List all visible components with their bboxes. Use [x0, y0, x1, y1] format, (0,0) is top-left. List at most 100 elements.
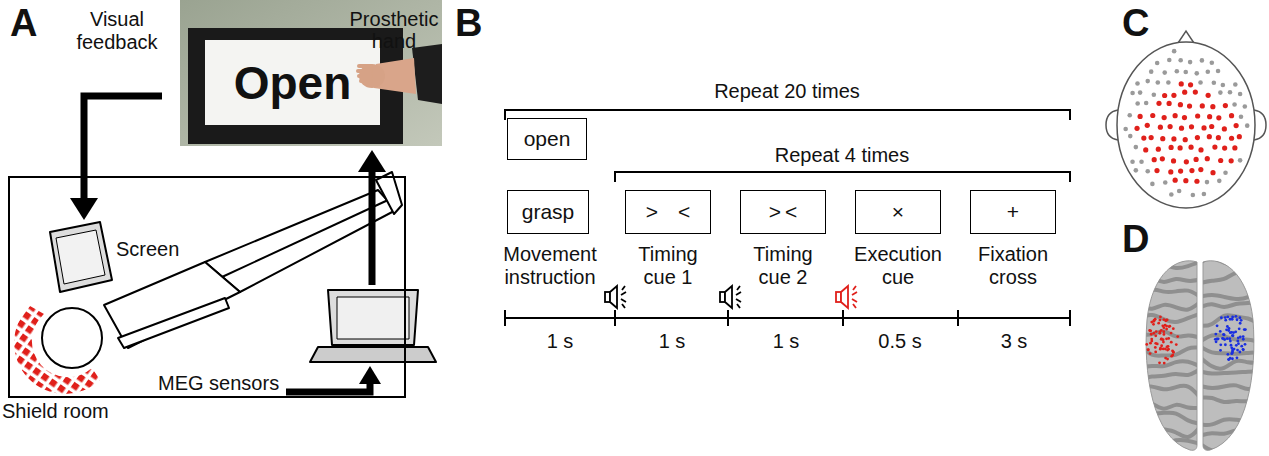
brain-fold — [1140, 402, 1200, 409]
sensor-dot — [1207, 114, 1212, 119]
timeline — [505, 310, 1070, 326]
source-dot — [1240, 345, 1243, 348]
source-dot — [1226, 337, 1229, 340]
photo — [180, 0, 442, 146]
sensor-dot — [1205, 180, 1210, 185]
sensor-dot — [1134, 126, 1139, 131]
source-dot — [1223, 333, 1226, 336]
source-dot — [1147, 348, 1150, 351]
brain-fold — [1200, 384, 1260, 389]
sensor-dot — [1160, 136, 1165, 141]
source-dot — [1222, 338, 1225, 341]
source-dot — [1228, 337, 1231, 340]
source-dot — [1154, 342, 1157, 345]
source-dot — [1175, 343, 1178, 346]
sensor-dot — [1171, 136, 1176, 141]
node-text: × — [892, 200, 904, 224]
sensor-dot — [1158, 125, 1163, 130]
source-dot — [1145, 343, 1148, 346]
panel-letter: B — [455, 4, 482, 42]
phase-label: Timing cue 2 — [741, 243, 825, 289]
brain-fold — [1200, 289, 1260, 299]
sensor-dot — [1194, 71, 1199, 76]
source-dot — [1242, 348, 1245, 351]
sensor-dot — [1201, 125, 1206, 130]
source-dots — [1145, 315, 1246, 365]
sensor-dot — [1145, 79, 1150, 84]
node-text: Shield room — [2, 400, 109, 423]
source-dot — [1229, 340, 1232, 343]
sensor-dot — [1173, 178, 1178, 183]
source-dot — [1162, 318, 1165, 321]
sensor-dot — [1123, 127, 1128, 132]
cue-box: + — [970, 190, 1056, 234]
sensor-dot — [1143, 147, 1148, 152]
brain-fold — [1140, 302, 1200, 310]
sensor-dot — [1193, 89, 1198, 94]
duration-label: 1 s — [525, 330, 595, 353]
repeat-label: Repeat 20 times — [677, 80, 897, 103]
source-dot — [1159, 319, 1162, 322]
sensor-dot — [1183, 178, 1188, 183]
laptop — [310, 290, 436, 362]
sensor-dot — [1206, 69, 1211, 74]
source-dot — [1165, 325, 1168, 328]
sensor-dot — [1188, 82, 1193, 87]
sensor-dot — [1156, 147, 1161, 152]
source-dot — [1157, 322, 1160, 325]
source-dot — [1162, 330, 1165, 333]
annotation: Screen — [116, 238, 179, 261]
brain-fold — [1140, 386, 1200, 398]
cue-box: open — [507, 118, 587, 160]
source-dot — [1166, 349, 1169, 352]
photo-panel: Prosthetic handOpen — [180, 0, 442, 146]
sensor-dot — [1178, 169, 1183, 174]
source-dot — [1229, 331, 1232, 334]
sensor-dot — [1179, 81, 1184, 86]
brain-fold — [1140, 440, 1200, 445]
sensor-dot — [1162, 93, 1167, 98]
brain-fold — [1200, 335, 1260, 342]
sensor-dot — [1238, 92, 1243, 97]
sensor-dot — [1178, 145, 1183, 150]
source-dot — [1170, 332, 1173, 335]
sensor-dot — [1145, 123, 1150, 128]
sensor-dot — [1207, 134, 1212, 139]
source-dot — [1242, 348, 1245, 351]
source-dot — [1234, 315, 1237, 318]
brain-fold — [1140, 314, 1200, 322]
source-dot — [1150, 340, 1153, 343]
sensor-dot — [1212, 80, 1217, 85]
sensor-dot — [1135, 101, 1140, 106]
sensor-dot — [1189, 168, 1194, 173]
source-dot — [1158, 330, 1161, 333]
phase-label: Movement instruction — [494, 243, 606, 289]
source-dot — [1219, 349, 1222, 352]
sensor-dot — [1183, 137, 1188, 142]
sensor-dot — [1222, 126, 1227, 131]
sensor-dot — [1168, 124, 1173, 129]
source-dot — [1155, 330, 1158, 333]
duration-label: 3 s — [979, 330, 1049, 353]
sensor-dot — [1206, 93, 1211, 98]
sensor-dot — [1218, 90, 1223, 95]
sensor-dot — [1149, 135, 1154, 140]
panel-letter: C — [1122, 4, 1149, 42]
sensor-dot — [1183, 70, 1188, 75]
annotation: Visual feedback — [67, 8, 167, 54]
sensor-dot — [1130, 91, 1135, 96]
sensor-dot — [1175, 69, 1180, 74]
sensor-dot — [1169, 145, 1174, 150]
sensor-dot — [1172, 49, 1177, 54]
source-dot — [1160, 338, 1163, 341]
source-dot — [1154, 351, 1157, 354]
source-dot — [1167, 348, 1170, 351]
sensor-dot — [1229, 158, 1234, 163]
source-dot — [1238, 327, 1241, 330]
cue-box: > < — [740, 190, 826, 234]
sensor-dot — [1162, 115, 1167, 120]
sensor-dot — [1152, 92, 1157, 97]
panel-letter: A — [10, 4, 37, 42]
sensor-dot — [1233, 82, 1238, 87]
sensor-dot — [1232, 145, 1237, 150]
